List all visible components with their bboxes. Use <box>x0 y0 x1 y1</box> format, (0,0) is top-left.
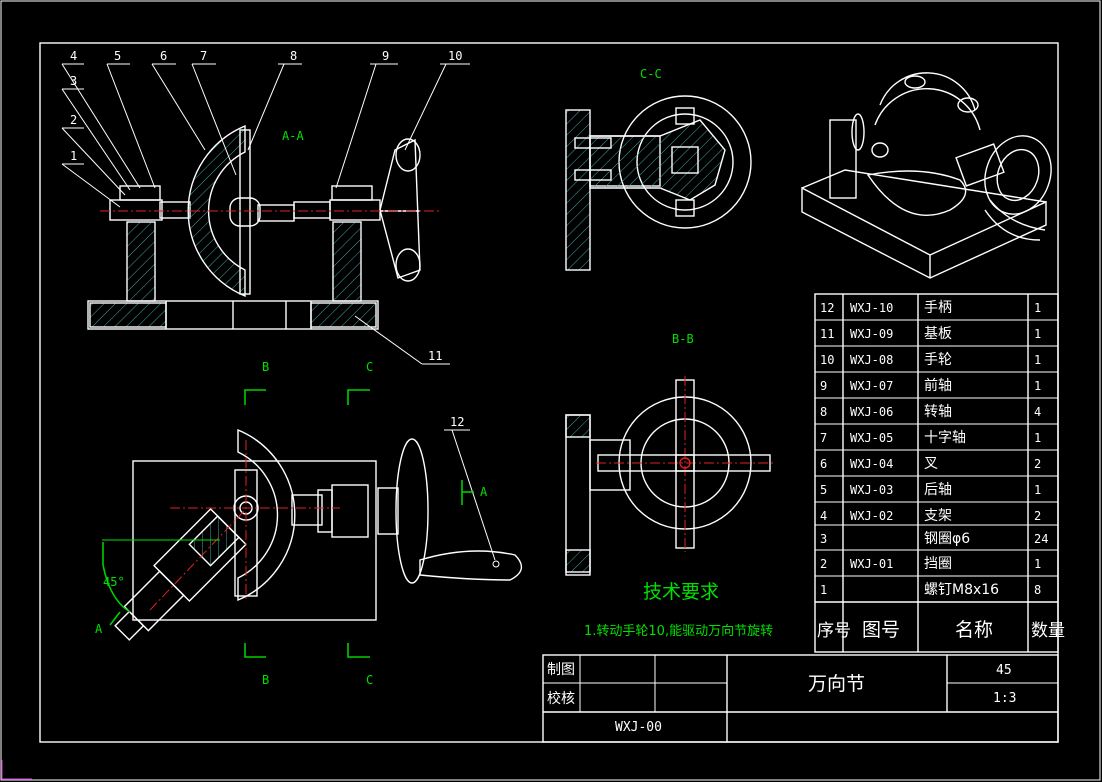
bom-header: 序号 图号 名称 数量 <box>817 619 1065 641</box>
bom-cell-no: 9 <box>820 379 827 393</box>
bom-cell-name: 手轮 <box>924 352 952 368</box>
drawing-title: 万向节 <box>808 673 865 695</box>
label-section-b-top: B <box>262 360 269 374</box>
title-drawn-label: 制图 <box>547 662 575 678</box>
callout-12: 12 <box>450 415 464 429</box>
bom-cell-code: WXJ-06 <box>850 405 893 419</box>
bom-cell-name: 后轴 <box>924 482 952 498</box>
bom-cell-no: 10 <box>820 353 834 367</box>
label-view-aa: A-A <box>282 129 304 143</box>
bom-cell-no: 5 <box>820 483 827 497</box>
bom-cell-name: 螺钉M8x16 <box>924 582 999 598</box>
bom-cell-qty: 1 <box>1034 327 1041 341</box>
bom-cell-qty: 24 <box>1034 532 1048 546</box>
bom-cell-name: 支架 <box>924 508 952 524</box>
bom-cell-name: 基板 <box>924 325 952 342</box>
section-markers <box>109 389 474 658</box>
bom-cell-code: WXJ-02 <box>850 509 893 523</box>
inner-border <box>39 42 1059 743</box>
tech-requirements-title: 技术要求 <box>643 581 719 603</box>
callout-2: 2 <box>70 113 77 127</box>
label-view-a-right: A <box>480 485 488 499</box>
bom-cell-name: 手柄 <box>924 300 952 316</box>
bom-cell-code: WXJ-09 <box>850 327 893 341</box>
bom-cell-code: WXJ-08 <box>850 353 893 367</box>
bom-cell-qty: 4 <box>1034 405 1041 419</box>
title-checked-label: 校核 <box>547 690 575 707</box>
bom-cell-code: WXJ-07 <box>850 379 893 393</box>
bom-header-name: 名称 <box>955 619 993 641</box>
label-section-c-top: C <box>366 360 373 374</box>
bom-cell-code: WXJ-05 <box>850 431 893 445</box>
bom-cell-name: 叉 <box>924 456 938 472</box>
bom-cell-qty: 1 <box>1034 379 1041 393</box>
drawing-number: WXJ-00 <box>615 720 662 735</box>
bom-cell-no: 8 <box>820 405 827 419</box>
callout-1: 1 <box>70 149 77 163</box>
bom-cell-name: 挡圈 <box>924 556 952 572</box>
bom-cell-code: WXJ-04 <box>850 457 893 471</box>
bom-cell-qty: 8 <box>1034 583 1041 597</box>
view-bb <box>565 376 776 576</box>
callout-5: 5 <box>114 49 121 63</box>
callout-9: 9 <box>382 49 389 63</box>
bom-cell-qty: 2 <box>1034 509 1041 523</box>
bom-cell-code: WXJ-03 <box>850 483 893 497</box>
bom-table <box>814 293 1059 653</box>
bom-cell-no: 2 <box>820 557 827 571</box>
bom-cell-no: 12 <box>820 301 834 315</box>
view-aa <box>87 124 440 330</box>
callout-8: 8 <box>290 49 297 63</box>
callouts-aa <box>61 63 496 561</box>
bom-cell-no: 11 <box>820 327 834 341</box>
view-cc <box>565 95 752 271</box>
label-section-b-bottom: B <box>262 673 269 687</box>
view-plan <box>102 428 523 641</box>
bom-cell-name: 钢圈φ6 <box>924 531 970 547</box>
bom-cell-qty: 1 <box>1034 557 1041 571</box>
bom-header-code: 图号 <box>862 619 900 641</box>
ucs-icon <box>1 760 32 780</box>
label-section-c-bottom: C <box>366 673 373 687</box>
callout-3: 3 <box>70 74 77 88</box>
label-view-bb: B-B <box>672 332 694 346</box>
bom-cell-name: 前轴 <box>924 377 952 394</box>
bom-cell-no: 6 <box>820 457 827 471</box>
tech-requirement-1: 1.转动手轮10,能驱动万向节旋转 <box>584 623 773 639</box>
bom-cell-no: 7 <box>820 431 827 445</box>
callout-6: 6 <box>160 49 167 63</box>
bom-cell-name: 十字轴 <box>924 430 966 446</box>
bom-cell-no: 4 <box>820 509 827 523</box>
bom-cell-qty: 1 <box>1034 353 1041 367</box>
callout-10: 10 <box>448 49 462 63</box>
callout-7: 7 <box>200 49 207 63</box>
callout-11: 11 <box>428 349 442 363</box>
bom-cell-code: WXJ-10 <box>850 301 893 315</box>
bom-cell-name: 转轴 <box>924 404 952 420</box>
title-block <box>542 654 1059 743</box>
bom-cell-qty: 1 <box>1034 431 1041 445</box>
label-view-cc: C-C <box>640 67 662 81</box>
label-view-a-left: A <box>95 622 103 636</box>
material: 45 <box>996 663 1012 678</box>
bom-cell-qty: 1 <box>1034 483 1041 497</box>
scale: 1:3 <box>993 691 1016 706</box>
bom-cell-code: WXJ-01 <box>850 557 893 571</box>
callout-4: 4 <box>70 49 77 63</box>
view-isometric <box>801 72 1052 279</box>
bom-cell-no: 1 <box>820 583 827 597</box>
label-angle: 45° <box>103 575 125 589</box>
bom-header-qty: 数量 <box>1031 621 1065 641</box>
bom-header-no: 序号 <box>817 621 851 641</box>
bom-cell-no: 3 <box>820 532 827 546</box>
bom-cell-qty: 1 <box>1034 301 1041 315</box>
callout-labels: 1 2 3 4 5 6 7 8 9 10 11 12 <box>70 49 464 429</box>
bom-cell-qty: 2 <box>1034 457 1041 471</box>
